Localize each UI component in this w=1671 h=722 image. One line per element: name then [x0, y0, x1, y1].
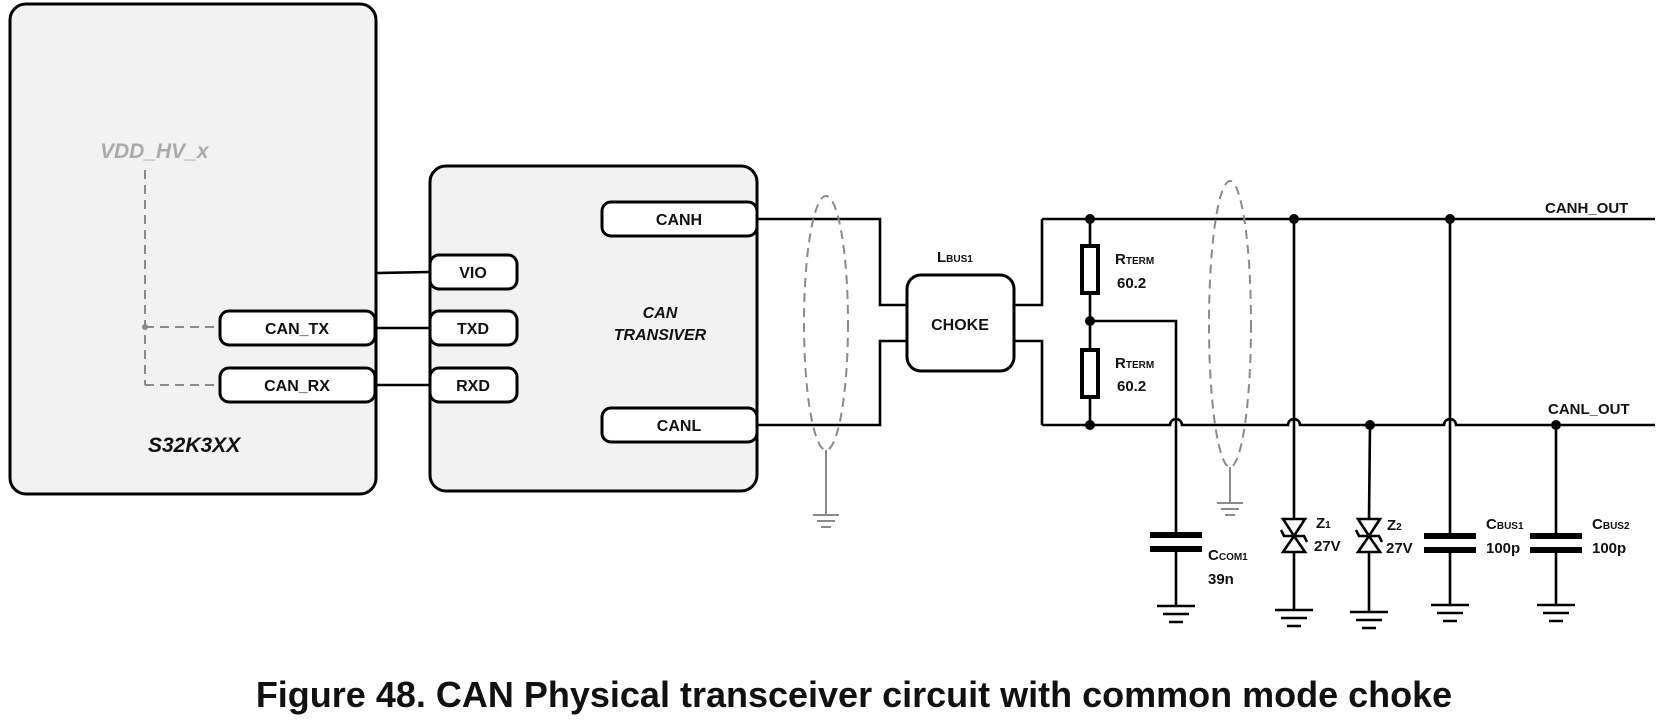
- canh-out-label: CANH_OUT: [1545, 200, 1628, 217]
- z1-value: 27V: [1314, 538, 1341, 555]
- transceiver-pin-canl-label: CANL: [657, 418, 702, 435]
- mcu-block: VDD_HV_x CAN_TX CAN_RX S32K3XX: [8, 2, 378, 496]
- transceiver-pin-canh-label: CANH: [656, 212, 702, 229]
- cbus2-ref-sub: BUS2: [1603, 521, 1630, 532]
- ccom1-wire-top: [1090, 319, 1178, 535]
- choke-out-l-wire: [1014, 339, 1044, 425]
- rterm2-ref-main: R: [1115, 355, 1126, 372]
- transceiver-pin-txd: [428, 309, 519, 347]
- z2-wire-top: [1367, 424, 1372, 520]
- rterm1-resistor: [1080, 244, 1100, 295]
- canh-wire-to-choke: [757, 217, 907, 307]
- shield-1-ground-icon: [813, 450, 839, 528]
- z1-ref-sub: 1: [1325, 520, 1331, 531]
- mcu-body: [8, 2, 378, 496]
- z2-ref-main: Z: [1387, 517, 1396, 534]
- rterm1-ref-sub: TERM: [1126, 256, 1154, 267]
- rterm1-value: 60.2: [1117, 275, 1146, 292]
- cbus2-ground-icon: [1537, 603, 1575, 623]
- shield-1-ellipse: [803, 195, 849, 451]
- figure-caption: Figure 48. CAN Physical transceiver circ…: [256, 674, 1452, 715]
- cbus2-plates: [1530, 533, 1582, 553]
- shield-2: [1208, 180, 1252, 516]
- z2-ref-sub: 2: [1396, 522, 1402, 533]
- cbus2-capacitor: CBUS2 100p: [1530, 420, 1630, 623]
- choke-out-h-wire: [1014, 219, 1044, 307]
- shield-2-ellipse: [1208, 180, 1252, 468]
- ccom1-capacitor: CCOM1 39n: [1090, 319, 1248, 624]
- cbus1-ref-main: C: [1486, 516, 1497, 533]
- z1-ground-icon: [1275, 608, 1313, 628]
- rterm1-ref: RTERM: [1115, 251, 1154, 268]
- cbus1-ground-icon: [1431, 603, 1469, 623]
- vio-wire: [375, 270, 431, 275]
- rterm2-resistor: [1080, 348, 1100, 399]
- transceiver-name-line2: TRANSIVER: [614, 327, 707, 344]
- cbus1-ref: CBUS1: [1486, 516, 1524, 533]
- choke-ref-main: L: [937, 249, 946, 266]
- choke-label: CHOKE: [931, 317, 989, 334]
- canl-wire-to-choke: [757, 339, 907, 427]
- z1-ref-main: Z: [1316, 515, 1325, 532]
- z2-ref: Z2: [1387, 517, 1402, 534]
- z2-tvs-diode: Z2 27V: [1350, 420, 1413, 630]
- cbus1-ref-sub: BUS1: [1497, 521, 1524, 532]
- choke-ref-sub: BUS1: [946, 254, 973, 265]
- transceiver-pin-rxd: [428, 366, 519, 404]
- supply-label: VDD_HV_x: [100, 140, 210, 163]
- shield-2-ground-icon: [1217, 467, 1243, 516]
- z2-value: 27V: [1386, 540, 1413, 557]
- z1-tvs-diode: Z1 27V: [1275, 214, 1341, 628]
- z1-bar: [1279, 529, 1309, 543]
- mcu-pin-can-rx: [218, 366, 377, 404]
- mcu-pin-can-rx-label: CAN_RX: [264, 378, 330, 395]
- rterm2-value: 60.2: [1117, 378, 1146, 395]
- shield-1: [803, 195, 849, 528]
- supply-junction: [142, 324, 148, 330]
- cbus2-value: 100p: [1592, 540, 1626, 557]
- transceiver-pin-vio-label: VIO: [459, 265, 487, 282]
- canl-bus-line: [1042, 417, 1655, 427]
- mcu-pin-can-tx: [218, 309, 377, 347]
- cbus1-capacitor: CBUS1 100p: [1424, 214, 1524, 623]
- transceiver-name-line1: CAN: [643, 305, 678, 322]
- transceiver-pin-txd-label: TXD: [457, 321, 489, 338]
- mcu-pin-can-tx-label: CAN_TX: [265, 321, 329, 338]
- mcu-name: S32K3XX: [148, 434, 242, 457]
- transceiver-pin-rxd-label: RXD: [456, 378, 490, 395]
- rterm-bottom-junction: [1085, 420, 1095, 430]
- termination-network: RTERM 60.2 RTERM 60.2: [1080, 214, 1154, 430]
- z2-bar: [1354, 529, 1384, 543]
- transceiver-pin-vio: [428, 253, 519, 291]
- ccom1-ref: CCOM1: [1208, 547, 1248, 564]
- cbus2-ref-main: C: [1592, 516, 1603, 533]
- rterm1-ref-main: R: [1115, 251, 1126, 268]
- cbus1-value: 100p: [1486, 540, 1520, 557]
- choke-ref: LBUS1: [937, 249, 973, 266]
- z1-ref: Z1: [1316, 515, 1331, 532]
- cbus1-plates: [1424, 533, 1476, 553]
- ccom1-ref-sub: COM1: [1219, 552, 1248, 563]
- ccom1-value: 39n: [1208, 571, 1234, 588]
- rterm2-ref: RTERM: [1115, 355, 1154, 372]
- canl-out-label: CANL_OUT: [1548, 401, 1630, 418]
- transceiver-block: VIO TXD RXD CANH CANL CAN TRANSIVER: [428, 164, 759, 493]
- choke: CHOKE LBUS1: [905, 249, 1016, 373]
- z2-ground-icon: [1350, 610, 1388, 630]
- cbus2-ref: CBUS2: [1592, 516, 1630, 533]
- rterm-top-junction: [1085, 214, 1095, 224]
- choke-body: [905, 273, 1016, 373]
- rterm2-ref-sub: TERM: [1126, 360, 1154, 371]
- ccom1-plates: [1150, 532, 1202, 552]
- ccom1-ref-main: C: [1208, 547, 1219, 564]
- ccom1-ground-icon: [1157, 604, 1195, 624]
